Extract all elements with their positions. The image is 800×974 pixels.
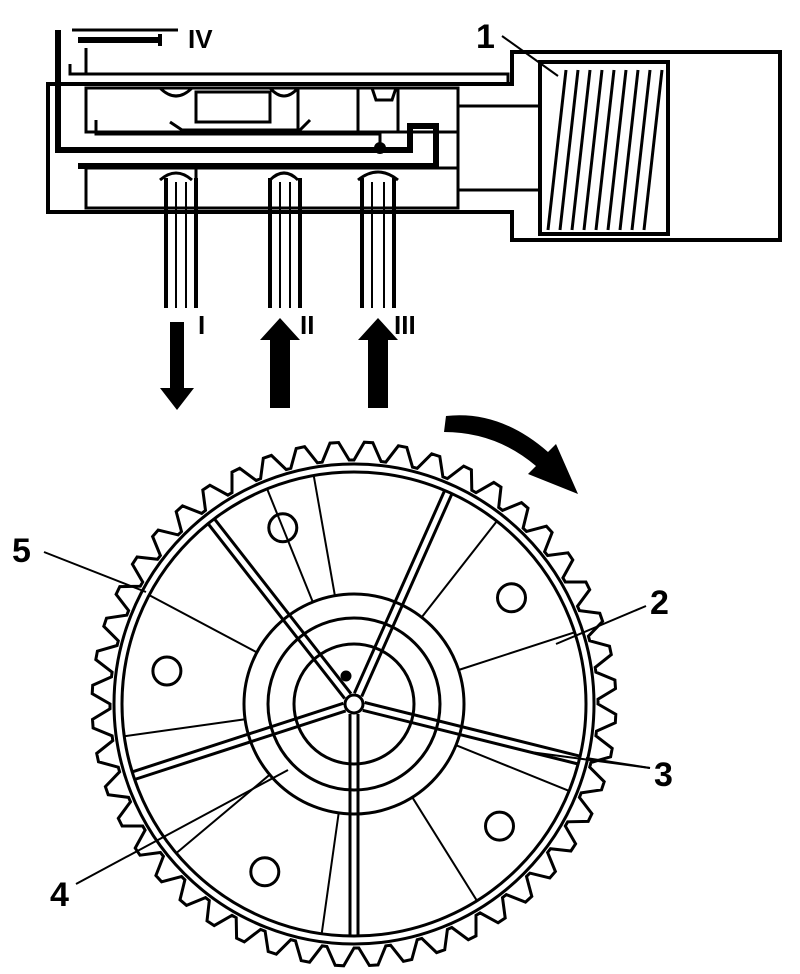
bolt-hole xyxy=(151,655,183,687)
vane-line xyxy=(411,796,478,902)
oil-channels xyxy=(131,489,581,936)
vane-line xyxy=(420,520,498,618)
oil-channel-line xyxy=(134,709,347,781)
oil-pipes xyxy=(164,178,396,308)
hub-inner xyxy=(292,642,416,766)
spool-land xyxy=(194,90,272,124)
hub-mid xyxy=(266,616,442,792)
oil-channel-line xyxy=(131,701,344,774)
pipe-II xyxy=(268,178,302,308)
port-label-II: II xyxy=(300,310,314,340)
vane-line xyxy=(266,488,314,603)
oil-channel-line xyxy=(206,522,346,700)
bolt-hole xyxy=(267,512,299,544)
arrow-down-icon xyxy=(160,322,194,410)
sprocket-ring-inner xyxy=(120,470,588,938)
vane-line xyxy=(320,812,340,934)
control-valve xyxy=(46,28,782,242)
pipe-I xyxy=(164,178,198,308)
oil-channel-line xyxy=(353,489,447,694)
callout-1: 1 xyxy=(476,18,495,56)
callout-5: 5 xyxy=(12,532,31,570)
vane-line xyxy=(148,594,258,654)
port-label-I: I xyxy=(198,310,205,340)
sprocket-ring-outer xyxy=(112,462,596,946)
port-label-III: III xyxy=(394,310,416,340)
vane-line xyxy=(124,718,246,738)
pipe-III xyxy=(360,178,396,308)
bolt-hole xyxy=(496,582,527,614)
bolt-holes xyxy=(151,512,527,888)
vane-line xyxy=(312,475,336,596)
oil-channel-line xyxy=(364,701,581,758)
oil-channel-line xyxy=(213,517,353,695)
arrow-up-icon xyxy=(358,318,398,408)
coil-winding xyxy=(546,69,664,231)
callout-2: 2 xyxy=(650,584,669,622)
vane-lines xyxy=(124,475,575,934)
bolt-hole xyxy=(249,856,281,888)
center-point xyxy=(343,693,365,715)
oil-channel-line xyxy=(362,708,579,766)
leader-lines xyxy=(43,35,651,885)
vane-line xyxy=(455,744,570,792)
arrow-up-icon xyxy=(260,318,300,408)
flow-arrows xyxy=(160,318,578,494)
callout-3: 3 xyxy=(654,756,673,794)
rotation-arrow-icon xyxy=(444,415,578,494)
vane-line xyxy=(458,631,575,671)
oil-channel-line xyxy=(360,493,454,698)
hub-outer xyxy=(242,592,466,816)
bolt-hole xyxy=(484,810,515,842)
cam-sprocket xyxy=(90,440,618,968)
port-label-IV: IV xyxy=(188,24,213,54)
callout-4: 4 xyxy=(50,876,69,914)
